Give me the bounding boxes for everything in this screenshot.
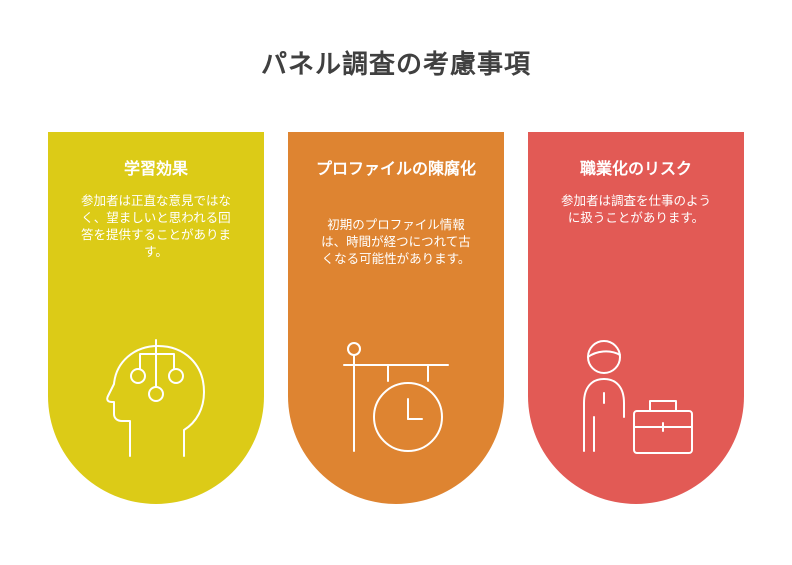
card-title: プロファイルの陳腐化 xyxy=(315,159,476,178)
card-description: 初期のプロファイル情報は、時間が経つにつれて古くなる可能性があります。 xyxy=(321,217,471,266)
card-title: 職業化のリスク xyxy=(579,159,692,178)
hanging-clock-icon xyxy=(340,337,450,457)
card-professionalization-risk: 職業化のリスク 参加者は調査を仕事のように扱うことがあります。 xyxy=(528,132,744,504)
page-title: パネル調査の考慮事項 xyxy=(260,50,531,80)
card-description: 参加者は調査を仕事のように扱うことがあります。 xyxy=(560,193,711,225)
card-title: 学習効果 xyxy=(123,159,188,178)
card-learning-effect: 学習効果 参加者は正直な意見ではなく、望ましいと思われる回答を提供することがあり… xyxy=(48,132,264,504)
card-description: 参加者は正直な意見ではなく、望ましいと思われる回答を提供することがあります。 xyxy=(80,193,231,259)
card-profile-obsolescence: プロファイルの陳腐化 初期のプロファイル情報は、時間が経つにつれて古くなる可能性… xyxy=(288,132,504,504)
person-briefcase-icon xyxy=(576,337,700,461)
head-brain-icon xyxy=(100,332,210,462)
